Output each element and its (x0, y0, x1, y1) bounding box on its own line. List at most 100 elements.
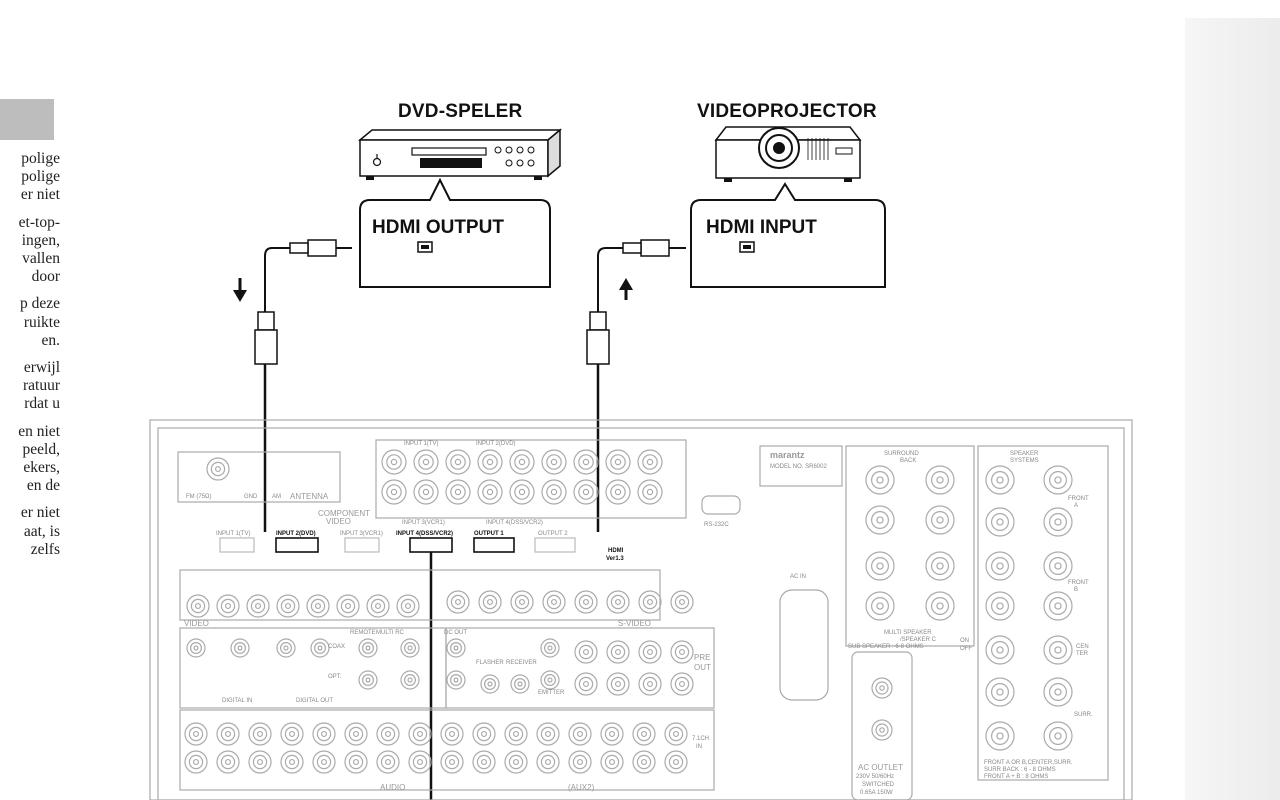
rca-jack (381, 449, 407, 475)
rca-jack (252, 754, 268, 770)
rca-jack (445, 479, 471, 505)
rca-jack (407, 645, 413, 651)
rca-jack (418, 454, 434, 470)
rca-jack (610, 594, 626, 610)
ac-outlet-voltage: 230V 50/60Hz (856, 774, 894, 780)
rca-jack (870, 471, 889, 490)
rca-jack (879, 685, 885, 691)
rca-jack (509, 449, 535, 475)
rca-jack (312, 722, 336, 746)
rca-jack (444, 754, 460, 770)
rca-jack (870, 556, 889, 575)
rca-jack (670, 672, 694, 696)
rca-jack (614, 680, 622, 688)
multi-rc-label: MULTI RC (376, 630, 405, 636)
rca-jack (210, 461, 226, 477)
surr-label: SURR. (1074, 712, 1093, 718)
rca-jack (446, 670, 466, 690)
rca-jack (220, 754, 236, 770)
rca-jack (996, 688, 1004, 696)
rca-jack (876, 476, 884, 484)
rca-jack (450, 454, 466, 470)
rca-jack (472, 750, 496, 774)
rca-jack (283, 645, 289, 651)
fm-label: FM (75Ω) (186, 494, 212, 500)
rca-jack (547, 677, 553, 683)
rca-jack (422, 488, 430, 496)
rca-jack (542, 590, 566, 614)
rca-jack (646, 680, 654, 688)
rca-jack (280, 641, 293, 654)
rca-jack (606, 640, 630, 664)
aux2-label: (AUX2) (568, 783, 595, 792)
rca-jack (990, 556, 1009, 575)
rca-jack (320, 758, 328, 766)
projector-title: VIDEOPROJECTOR (697, 101, 877, 122)
rca-jack (637, 449, 663, 475)
rca-jack (610, 454, 626, 470)
rca-jack (605, 449, 631, 475)
rca-jack (186, 594, 210, 618)
rca-jack (582, 488, 590, 496)
rca-jack (448, 730, 456, 738)
panel-hdmi-input3: INPUT 3(VCR1) (340, 531, 383, 537)
panel-hdmi-output2: OUTPUT 2 (538, 531, 568, 537)
rca-jack (358, 670, 378, 690)
rca-jack (678, 648, 686, 656)
flasher-label: FLASHER (476, 660, 504, 666)
rca-jack (370, 598, 386, 614)
rca-jack (408, 722, 432, 746)
comp-input3: INPUT 3(VCR1) (402, 520, 445, 526)
rca-jack (606, 590, 630, 614)
rca-jack (310, 598, 326, 614)
rca-jack (604, 726, 620, 742)
multi-speaker-label: MULTI SPEAKER (884, 630, 932, 636)
rca-jack (317, 645, 323, 651)
rca-jack (448, 758, 456, 766)
rca-jack (280, 722, 304, 746)
rca-jack (514, 594, 530, 610)
rca-jack (996, 476, 1004, 484)
rca-jack (508, 726, 524, 742)
center-label: CEN (1076, 644, 1089, 650)
panel-hdmi-input2: INPUT 2(DVD) (276, 531, 316, 537)
rca-jack (985, 591, 1015, 621)
rca-jack (280, 750, 304, 774)
text-line: en niet (18, 422, 60, 440)
digital-in-label: DIGITAL IN (222, 698, 252, 704)
rca-jack (546, 594, 562, 610)
pre-label: PRE (694, 653, 710, 662)
rca-jack (985, 507, 1015, 537)
rca-jack (879, 727, 885, 733)
rca-jack (996, 602, 1004, 610)
rca-jack (390, 488, 398, 496)
rca-jack (610, 484, 626, 500)
rca-jack (540, 670, 560, 690)
rca-jack (574, 590, 598, 614)
rca-jack (344, 602, 352, 610)
dvd-player-title: DVD-SPELER (398, 101, 523, 122)
rca-jack (870, 596, 889, 615)
rca-jack (1054, 732, 1062, 740)
rca-jack (418, 484, 434, 500)
rca-jack (518, 488, 526, 496)
rca-jack (578, 644, 594, 660)
ac-outlet-label: AC OUTLET (858, 763, 903, 772)
rca-jack (340, 598, 356, 614)
rca-jack (536, 722, 560, 746)
rca-jack (320, 730, 328, 738)
rca-jack (578, 676, 594, 692)
rca-jack (638, 590, 662, 614)
audio-section-label: AUDIO (380, 783, 405, 792)
rca-jack (930, 511, 949, 530)
rca-jack (386, 484, 402, 500)
rca-jack (1054, 688, 1062, 696)
rca-jack (422, 458, 430, 466)
rca-jack (450, 594, 466, 610)
rca-jack (518, 458, 526, 466)
rca-jack (642, 454, 658, 470)
rca-jack (1048, 471, 1067, 490)
rca-jack (1048, 640, 1067, 659)
